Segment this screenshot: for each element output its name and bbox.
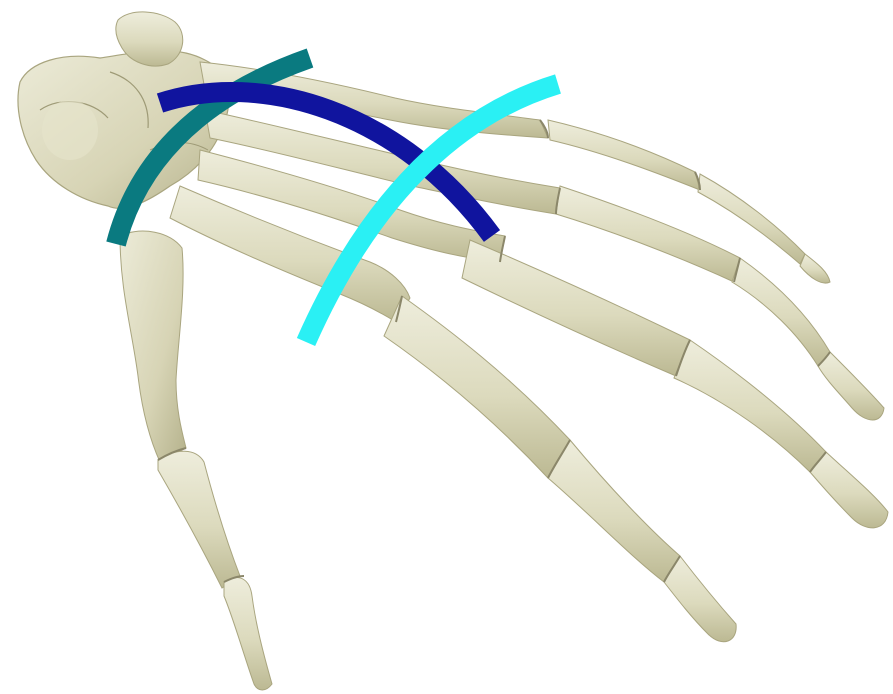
- digit-thumb: [120, 231, 272, 690]
